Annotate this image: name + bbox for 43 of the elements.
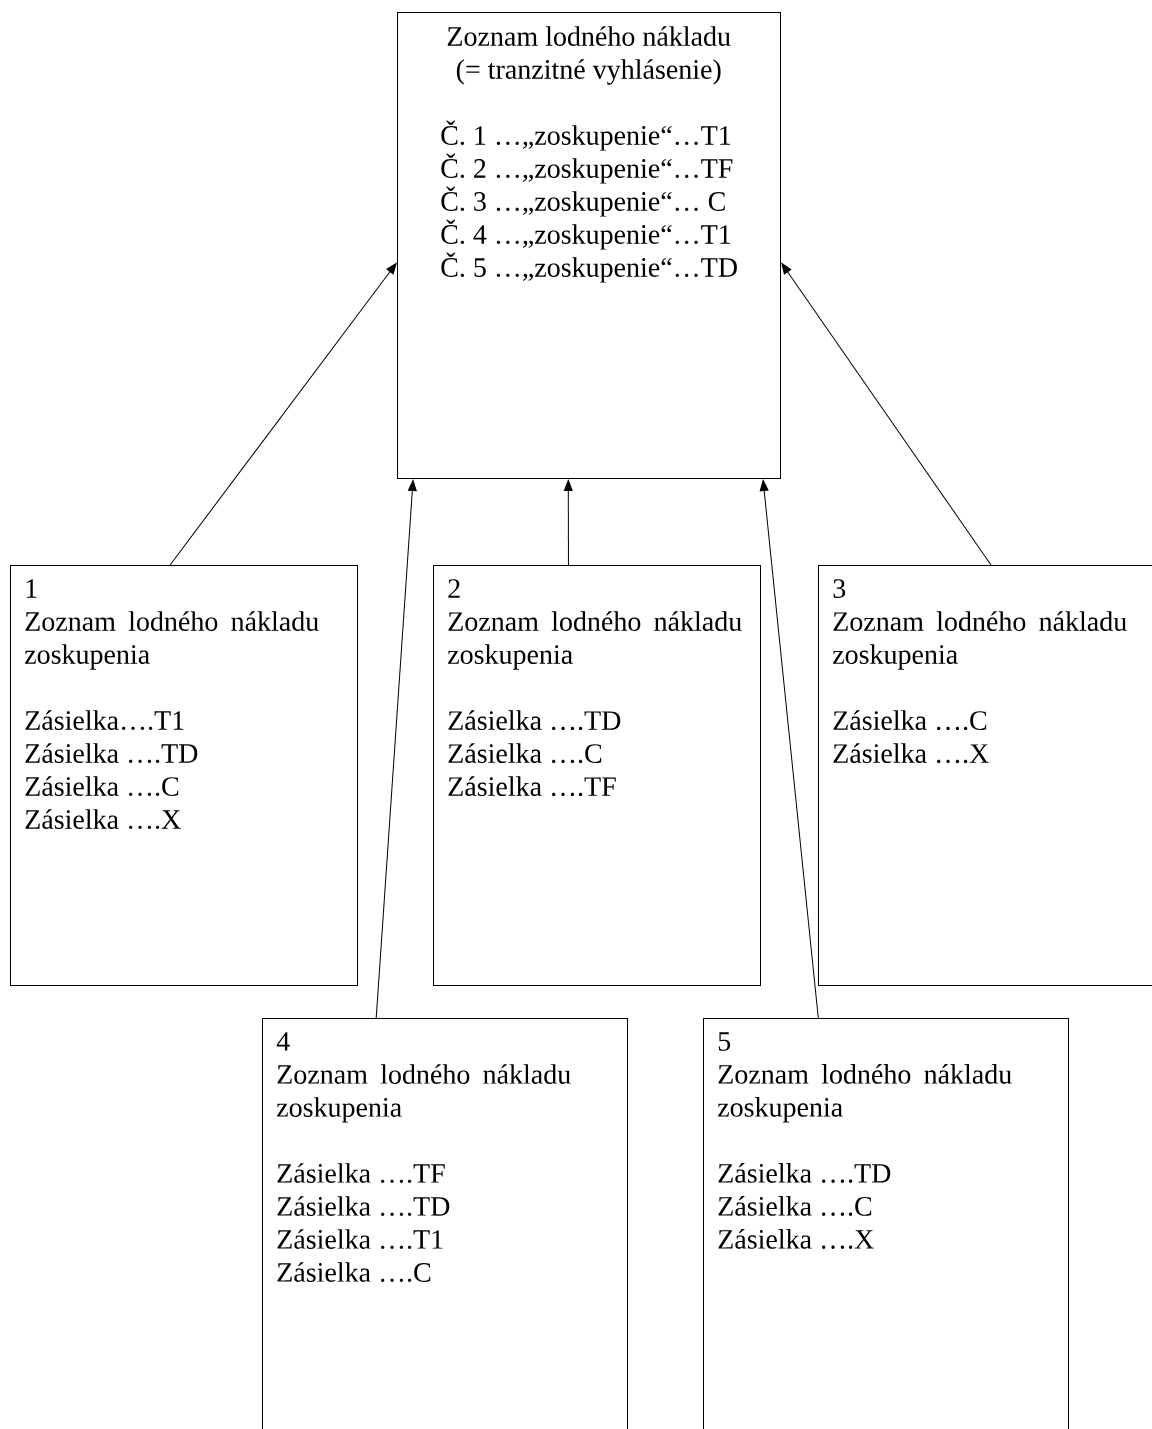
list-box xyxy=(397,12,781,479)
node-label: Zásielka ….TD xyxy=(448,710,621,731)
node-label: Č. 5 …„zoskupenie“…TD xyxy=(441,252,737,283)
node-label: Zásielka ….C xyxy=(448,743,602,764)
node-label: Zoznam lodného nákladu (= tranzitné vyhlásenie) xyxy=(447,26,731,85)
node-label: Zoznam lodného nákladu zoskupenia xyxy=(832,611,1127,670)
node-label: Zásielka ….C xyxy=(25,776,179,797)
node-label: Zásielka ….TD xyxy=(25,743,198,764)
node-label: Zásielka ….C xyxy=(833,710,987,731)
arrow xyxy=(563,479,573,566)
node-label: Zásielka ….TD xyxy=(718,1163,891,1183)
node-label: Č. 2 …„zoskupenie“…TF xyxy=(441,153,733,184)
node-label: Zoznam lodného nákladu zoskupenia xyxy=(717,1064,1012,1123)
node-label: Č. 3 …„zoskupenie“… C xyxy=(441,186,725,217)
node-label: 3 xyxy=(833,579,846,598)
group-list-box xyxy=(262,1018,628,1429)
arrow xyxy=(375,479,417,1019)
node-label: Zásielka ….TD xyxy=(277,1196,450,1217)
node-label: Zásielka ….C xyxy=(718,1196,872,1216)
node-label: Č. 1 …„zoskupenie“…T1 xyxy=(441,120,731,151)
node-label: Zásielka ….X xyxy=(25,809,181,830)
group-list-box xyxy=(818,565,1152,986)
node-label: Zásielka ….T1 xyxy=(277,1229,443,1250)
group-list-box xyxy=(10,565,358,986)
node-label: 4 xyxy=(276,1032,290,1051)
node-label: Zoznam lodného nákladu zoskupenia xyxy=(24,611,319,670)
node-label: Zoznam lodného nákladu zoskupenia xyxy=(276,1064,571,1123)
node-label: 1 xyxy=(26,579,37,598)
group-list-box xyxy=(433,565,761,986)
arrow xyxy=(759,479,819,1019)
node-label: Č. 4 …„zoskupenie“…T1 xyxy=(441,219,731,250)
node-label: Zásielka ….TF xyxy=(277,1163,445,1184)
node-label: Zoznam lodného nákladu zoskupenia xyxy=(447,611,742,670)
node-label: Zásielka….T1 xyxy=(25,710,184,731)
arrow xyxy=(169,262,397,566)
node-label: 2 xyxy=(448,579,460,598)
node-label: 5 xyxy=(718,1032,731,1051)
node-label: Zásielka ….TF xyxy=(448,776,616,797)
node-label: Zásielka ….X xyxy=(718,1229,874,1249)
node-label: Zásielka ….X xyxy=(833,743,989,764)
group-list-box xyxy=(703,1018,1069,1429)
node-label: Zásielka ….C xyxy=(277,1262,431,1283)
arrow xyxy=(781,262,992,566)
